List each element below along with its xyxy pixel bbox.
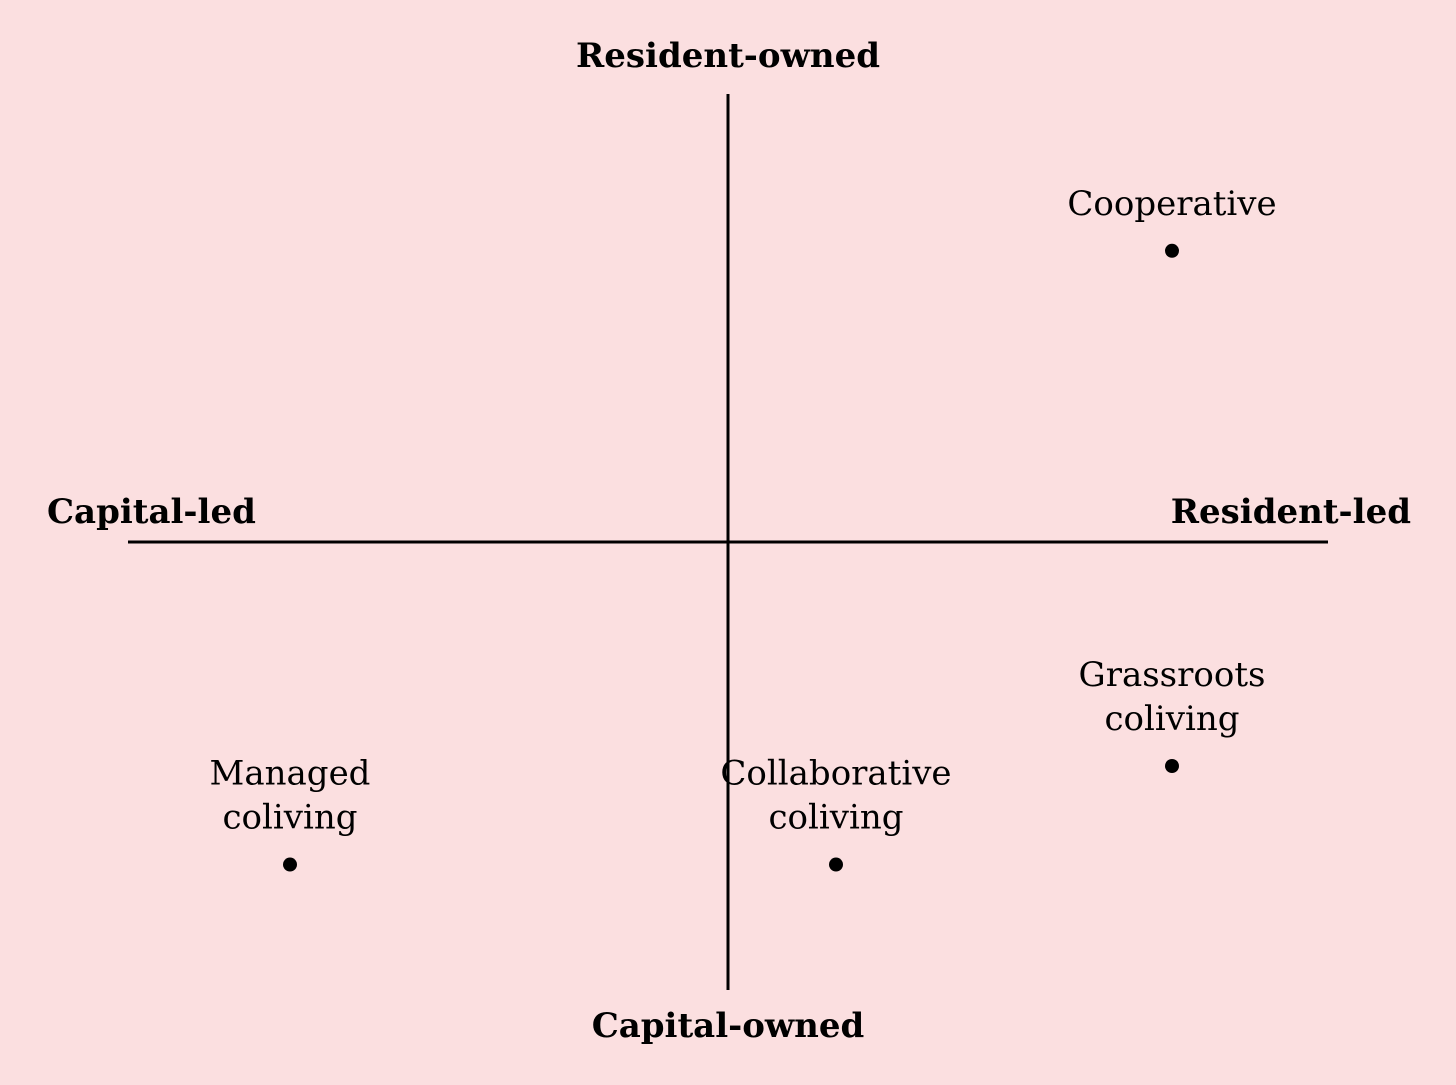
point-label: coliving	[1104, 699, 1239, 739]
axis-label-bottom: Capital-owned	[592, 1006, 865, 1046]
point-label: Managed	[210, 754, 371, 794]
point-label: Cooperative	[1067, 184, 1276, 224]
point-label: Collaborative	[720, 754, 951, 794]
point-label: coliving	[768, 798, 903, 838]
axis-label-top: Resident-owned	[576, 36, 880, 76]
point-cooperative: Cooperative	[1067, 184, 1277, 258]
point-label: coliving	[222, 798, 357, 838]
point-dot	[283, 857, 297, 872]
point-label: Grassroots	[1079, 655, 1266, 695]
point-dot	[1165, 243, 1179, 258]
point-dot	[829, 857, 843, 872]
points-layer: CooperativeGrassrootscolivingManagedcoli…	[210, 184, 1277, 872]
point-dot	[1165, 759, 1179, 773]
axis-label-right: Resident-led	[1171, 492, 1411, 532]
axis-label-left: Capital-led	[47, 492, 256, 532]
